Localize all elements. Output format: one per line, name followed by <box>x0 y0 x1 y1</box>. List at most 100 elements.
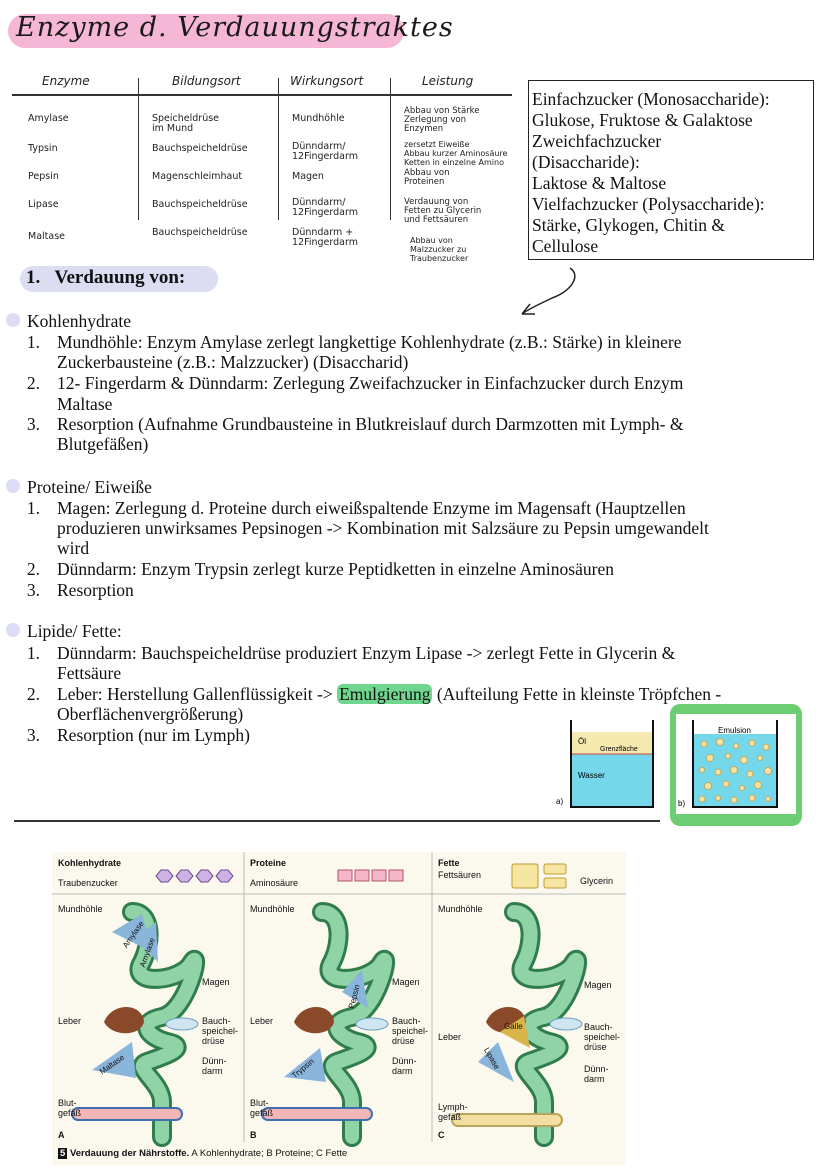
table-cell: Abbau von Stärke Zerlegung von Enzymen <box>404 106 480 134</box>
table-divider <box>278 78 279 220</box>
table-cell: Abbau von Proteinen <box>404 168 450 187</box>
caption-number: 5 <box>58 1148 68 1159</box>
table-cell: Amylase <box>28 113 69 124</box>
item-text: Mundhöhle: Enzym Amylase zerlegt langket… <box>57 332 682 352</box>
panel-tag: b) <box>678 799 685 808</box>
item-number: 3. <box>26 580 40 600</box>
panel-head: Fette <box>438 858 460 868</box>
panel-head: Proteine <box>250 858 287 868</box>
item-text: Resorption <box>57 580 134 600</box>
box-line: Vielfachzucker (Polysaccharide): <box>532 194 765 214</box>
vessel-label: Blut-gefäß <box>58 1098 82 1118</box>
item-text: Blutgefäßen) <box>57 434 149 454</box>
digestion-figure-graphic <box>52 852 626 1147</box>
stomach-label: Magen <box>202 977 230 987</box>
water-layer <box>572 754 652 806</box>
panel-letter: B <box>250 1130 257 1140</box>
section-divider <box>14 820 660 822</box>
group-heading: Lipide/ Fette: <box>27 621 122 641</box>
table-header: Enzyme <box>42 74 90 88</box>
item-number: 1. <box>26 332 40 352</box>
group-heading: Proteine/ Eiweiße <box>27 477 152 497</box>
panel-letter: A <box>58 1130 65 1140</box>
table-cell: Bauchspeicheldrüse <box>152 227 248 238</box>
item-number: 1. <box>26 643 40 663</box>
unit-label: Fettsäuren <box>438 870 482 880</box>
table-divider <box>12 94 512 96</box>
liver-label: Leber <box>438 1032 462 1042</box>
pancreas-label: Bauch-speichel-drüse <box>392 1016 429 1046</box>
item-number: 1. <box>26 498 40 518</box>
table-cell: zersetzt Eiweiße Abbau kurzer Aminosäure… <box>404 140 508 167</box>
small-intestine-label: Dünn-darm <box>584 1064 609 1084</box>
figure-caption: 5 Verdauung der Nährstoffe. A Kohlenhydr… <box>58 1148 348 1159</box>
mouth-label: Mundhöhle <box>250 904 295 914</box>
table-header: Bildungsort <box>172 74 241 88</box>
table-cell: Magen <box>292 171 324 182</box>
item-text: Dünndarm: Bauchspeicheldrüse produziert … <box>57 643 676 663</box>
liver-label: Leber <box>250 1016 274 1026</box>
item-number: 2. <box>26 684 40 704</box>
emulgierung-highlight: Emulgierung <box>337 684 433 704</box>
item-text: Resorption (Aufnahme Grundbausteine in B… <box>57 414 684 434</box>
item-text: Zuckerbausteine (z.B.: Malzzucker) (Disa… <box>57 352 409 372</box>
item-number: 2. <box>26 373 40 393</box>
oil-water-illustration: Öl Grenzfläche Wasser a) <box>556 720 654 808</box>
table-cell: Maltase <box>28 231 65 242</box>
bullet-icon <box>6 623 20 637</box>
table-divider <box>138 78 139 220</box>
sugar-info-box: Einfachzucker (Monosaccharide): Glukose,… <box>528 80 814 260</box>
panel-letter: C <box>438 1130 445 1140</box>
oil-layer <box>572 732 652 754</box>
oil-droplets <box>698 738 772 804</box>
table-cell: Bauchspeicheldrüse <box>152 143 248 154</box>
table-cell: Dünndarm/ 12Fingerdarm <box>292 141 358 162</box>
box-line: Glukose, Fruktose & Galaktose <box>532 110 753 130</box>
table-cell: Abbau von Malzzucker zu Traubenzucker <box>410 236 469 263</box>
enzyme-table: Enzyme Bildungsort Wirkungsort Leistung … <box>12 74 514 263</box>
table-cell: Mundhöhle <box>292 113 345 124</box>
item-number: 3. <box>26 414 40 434</box>
enzyme-label: Galle <box>504 1022 523 1031</box>
item-text: Leber: Herstellung Gallenflüssigkeit -> … <box>57 684 722 704</box>
table-cell: Magenschleimhaut <box>152 171 243 182</box>
page-title: Enzyme d. Verdauungstraktes <box>16 12 454 43</box>
item-text: Maltase <box>57 394 113 414</box>
box-line: (Disaccharide): <box>532 152 640 172</box>
unit-label: Glycerin <box>580 876 614 886</box>
item-text: Dünndarm: Enzym Trypsin zerlegt kurze Pe… <box>57 559 614 579</box>
small-intestine-label: Dünn-darm <box>202 1056 227 1076</box>
boundary-label: Grenzfläche <box>600 746 638 753</box>
box-line: Einfachzucker (Monosaccharide): <box>532 89 770 109</box>
item-text: 12- Fingerdarm & Dünndarm: Zerlegung Zwe… <box>57 373 684 393</box>
table-cell: Verdauung von Fetten zu Glycerin und Fet… <box>404 197 482 225</box>
digestion-figure: Kohlenhydrate Traubenzucker Mundhöhle Am… <box>52 852 626 1166</box>
unit-label: Traubenzucker <box>58 878 118 888</box>
stomach-label: Magen <box>392 977 420 987</box>
item-text: Fettsäure <box>57 663 122 683</box>
table-divider <box>390 78 391 220</box>
stomach-label: Magen <box>584 980 612 990</box>
panel-head: Kohlenhydrate <box>58 858 122 868</box>
table-cell: Lipase <box>28 199 59 210</box>
item-text: produzieren unwirksames Pepsinogen -> Ko… <box>57 518 709 538</box>
item-number: 3. <box>26 725 40 745</box>
table-header: Leistung <box>422 74 474 88</box>
vessel-label: Lymph-gefäß <box>438 1102 468 1122</box>
section-highlight <box>20 266 218 292</box>
panel-tag: a) <box>556 797 563 806</box>
table-cell: Bauchspeicheldrüse <box>152 199 248 210</box>
box-line: Zweichfachzucker <box>532 131 662 151</box>
item-text: Oberflächenvergrößerung) <box>57 704 244 724</box>
small-intestine-label: Dünn-darm <box>392 1056 417 1076</box>
bullet-icon <box>6 313 20 327</box>
section-heading: 1. Verdauung von: <box>26 267 186 288</box>
table-cell: Pepsin <box>28 171 59 182</box>
item-text: Magen: Zerlegung d. Proteine durch eiwei… <box>57 498 686 518</box>
item-text: wird <box>57 538 90 558</box>
pancreas-label: Bauch-speichel-drüse <box>584 1022 621 1052</box>
group-heading: Kohlenhydrate <box>27 311 131 331</box>
water-label: Wasser <box>578 771 605 780</box>
bullet-icon <box>6 479 20 493</box>
emulsion-label: Emulsion <box>718 726 751 735</box>
